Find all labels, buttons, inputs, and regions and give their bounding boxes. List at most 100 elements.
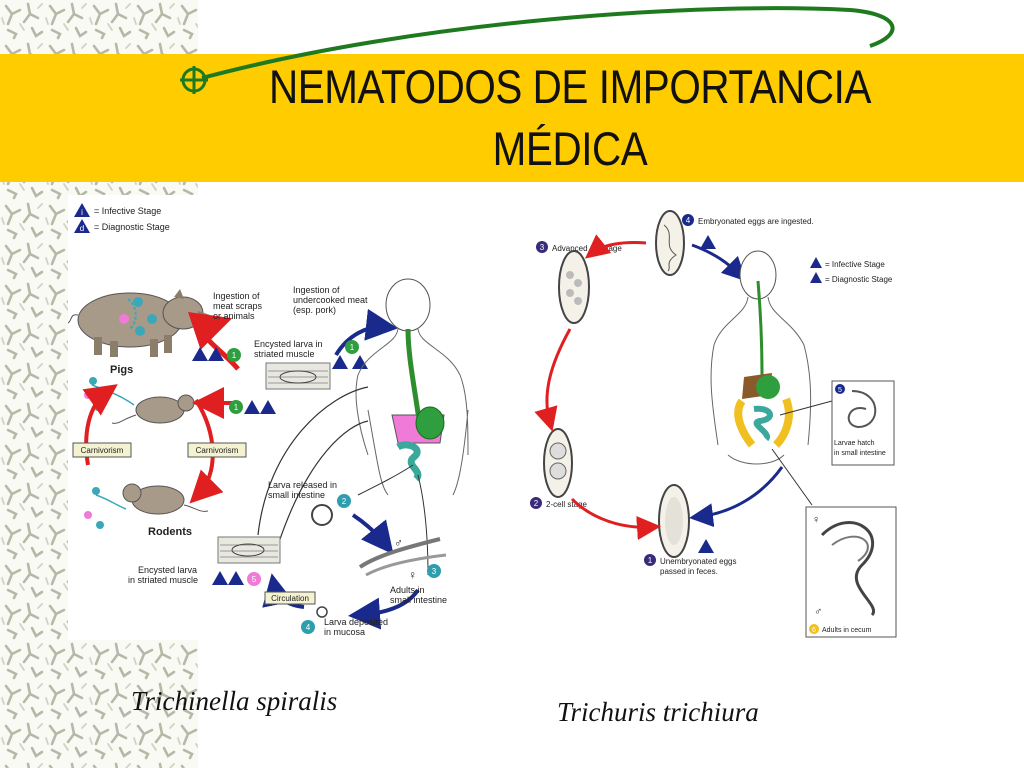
svg-text:2: 2 [342, 497, 347, 506]
intestine-shape [396, 441, 422, 482]
colon-shape [734, 397, 793, 448]
larvae-hatch-box: 5 Larvae hatch in small intestine [831, 380, 895, 466]
label-undercooked-meat: Ingestion of undercooked meat (esp. pork… [293, 285, 368, 315]
blue-arrow-adults [351, 513, 394, 555]
stage-badge-3: 3 [536, 241, 548, 253]
svg-text:(esp. pork): (esp. pork) [293, 305, 336, 315]
label-embryonated: Embryonated eggs are ingested. [698, 217, 814, 226]
rodents-label: Rodents [148, 526, 192, 538]
label-larva-released: Larva released in small intestine [268, 480, 337, 500]
crosshair-icon [180, 66, 208, 94]
stage-badge-2: 2 [530, 497, 542, 509]
svg-text:small intestine: small intestine [390, 595, 447, 605]
carnivorism-box-left: Carnivorism [72, 442, 132, 458]
svg-text:Circulation: Circulation [271, 594, 309, 603]
esophagus-shape [756, 280, 764, 376]
svg-text:Carnivorism: Carnivorism [196, 446, 239, 455]
svg-text:5: 5 [252, 575, 257, 584]
stage-badges-rodent: 1 [229, 400, 276, 414]
label-two-cell: 2-cell stage [546, 500, 587, 509]
svg-text:small intestine: small intestine [268, 490, 325, 500]
label-unembryonated: Unembryonated eggs passed in feces. [660, 557, 737, 576]
svg-text:meat scraps: meat scraps [213, 301, 263, 311]
title-band [0, 54, 1024, 182]
egg-unembryonated [658, 484, 690, 558]
legend-diagnostic: = Diagnostic Stage [94, 222, 170, 232]
svg-text:3: 3 [540, 243, 545, 252]
svg-text:Ingestion of: Ingestion of [213, 291, 260, 301]
svg-text:in striated muscle: in striated muscle [128, 575, 198, 585]
pointer-line-6 [771, 448, 813, 506]
stage-badges-bottom: 5 [212, 571, 261, 586]
caption-trichinella: Trichinella spiralis [131, 686, 338, 716]
carnivorism-box-right: Carnivorism [187, 442, 247, 458]
egg-embryonated [655, 210, 685, 276]
red-arrow-top [584, 234, 647, 259]
svg-text:1: 1 [648, 556, 653, 565]
trichuris-life-cycle: 4 Embryonated eggs are ingested. 3 Advan… [522, 205, 900, 640]
pointer-line-5 [779, 400, 833, 416]
svg-text:2: 2 [534, 499, 539, 508]
svg-text:Ingestion of: Ingestion of [293, 285, 340, 295]
svg-text:in mucosa: in mucosa [324, 627, 365, 637]
connector-line-3 [357, 464, 414, 496]
stomach-shape [756, 375, 780, 399]
svg-text:Larvae hatch: Larvae hatch [834, 440, 875, 447]
svg-text:1: 1 [234, 403, 239, 412]
orbit-decoration [180, 6, 895, 94]
rodent-bottom-illustration [84, 483, 209, 529]
legend-diagnostic: = Diagnostic Stage [825, 275, 893, 284]
svg-text:d: d [80, 224, 84, 233]
orbit-arc [201, 6, 895, 80]
small-larva [316, 606, 328, 618]
human-figure [355, 278, 469, 496]
male-symbol: ♂ [814, 606, 822, 618]
svg-text:1: 1 [350, 343, 355, 352]
svg-text:1: 1 [232, 351, 237, 360]
trichinella-life-cycle: i = Infective Stage d = Diagnostic Stage… [67, 195, 480, 640]
red-arrow-left [534, 328, 572, 432]
label-meat-scraps: Ingestion of meat scraps or animals [213, 291, 263, 321]
egg-two-cell [543, 428, 573, 498]
svg-text:or animals: or animals [213, 311, 255, 321]
stage-badges-top: 1 [192, 347, 241, 362]
svg-text:Carnivorism: Carnivorism [81, 446, 124, 455]
svg-text:5: 5 [838, 387, 842, 394]
svg-text:Adults in: Adults in [390, 585, 425, 595]
female-symbol: ♀ [408, 568, 417, 582]
svg-text:in small intestine: in small intestine [834, 450, 886, 457]
trichuris-legend: = Infective Stage = Diagnostic Stage [810, 257, 893, 284]
infective-icon [700, 235, 716, 249]
adults-cecum-box: ♀ ♂ 6 Adults in cecum [805, 506, 897, 638]
legend-infective: = Infective Stage [825, 260, 885, 269]
svg-text:4: 4 [686, 216, 691, 225]
coiled-larva [311, 504, 333, 526]
stage-badge-4: 4 [682, 214, 694, 226]
egg-advanced-cleavage [558, 250, 590, 324]
caption-trichuris: Trichuris trichiura [557, 697, 759, 727]
svg-text:4: 4 [306, 623, 311, 632]
stage-badge-3: 3 [427, 564, 441, 578]
muscle-tissue-bottom [217, 536, 281, 564]
svg-text:Adults in cecum: Adults in cecum [822, 627, 872, 634]
svg-text:Larva released in: Larva released in [268, 480, 337, 490]
blue-arrow-deposit [348, 588, 420, 630]
title-line-2: MÉDICA [492, 122, 648, 175]
blue-arrow-feces [689, 466, 784, 528]
adult-worms: ♂ ♀ [358, 536, 447, 582]
svg-text:striated muscle: striated muscle [254, 349, 315, 359]
stage-badges-human: 1 [332, 340, 368, 369]
svg-text:Unembryonated eggs: Unembryonated eggs [660, 557, 737, 566]
male-symbol: ♂ [394, 536, 403, 550]
svg-text:Encysted larva in: Encysted larva in [254, 339, 323, 349]
legend-infective: = Infective Stage [94, 206, 161, 216]
muscle-tissue-top [265, 362, 331, 390]
svg-text:i: i [81, 208, 83, 217]
title-line-1: NEMATODOS DE IMPORTANCIA [268, 60, 872, 113]
red-arrow-pig [187, 311, 240, 371]
svg-text:undercooked meat: undercooked meat [293, 295, 368, 305]
trichinella-legend: i = Infective Stage d = Diagnostic Stage [74, 203, 170, 233]
svg-text:Larva deposited: Larva deposited [324, 617, 388, 627]
label-encysted-bottom: Encysted larva in striated muscle [128, 565, 198, 585]
label-adults: Adults in small intestine [390, 585, 447, 605]
